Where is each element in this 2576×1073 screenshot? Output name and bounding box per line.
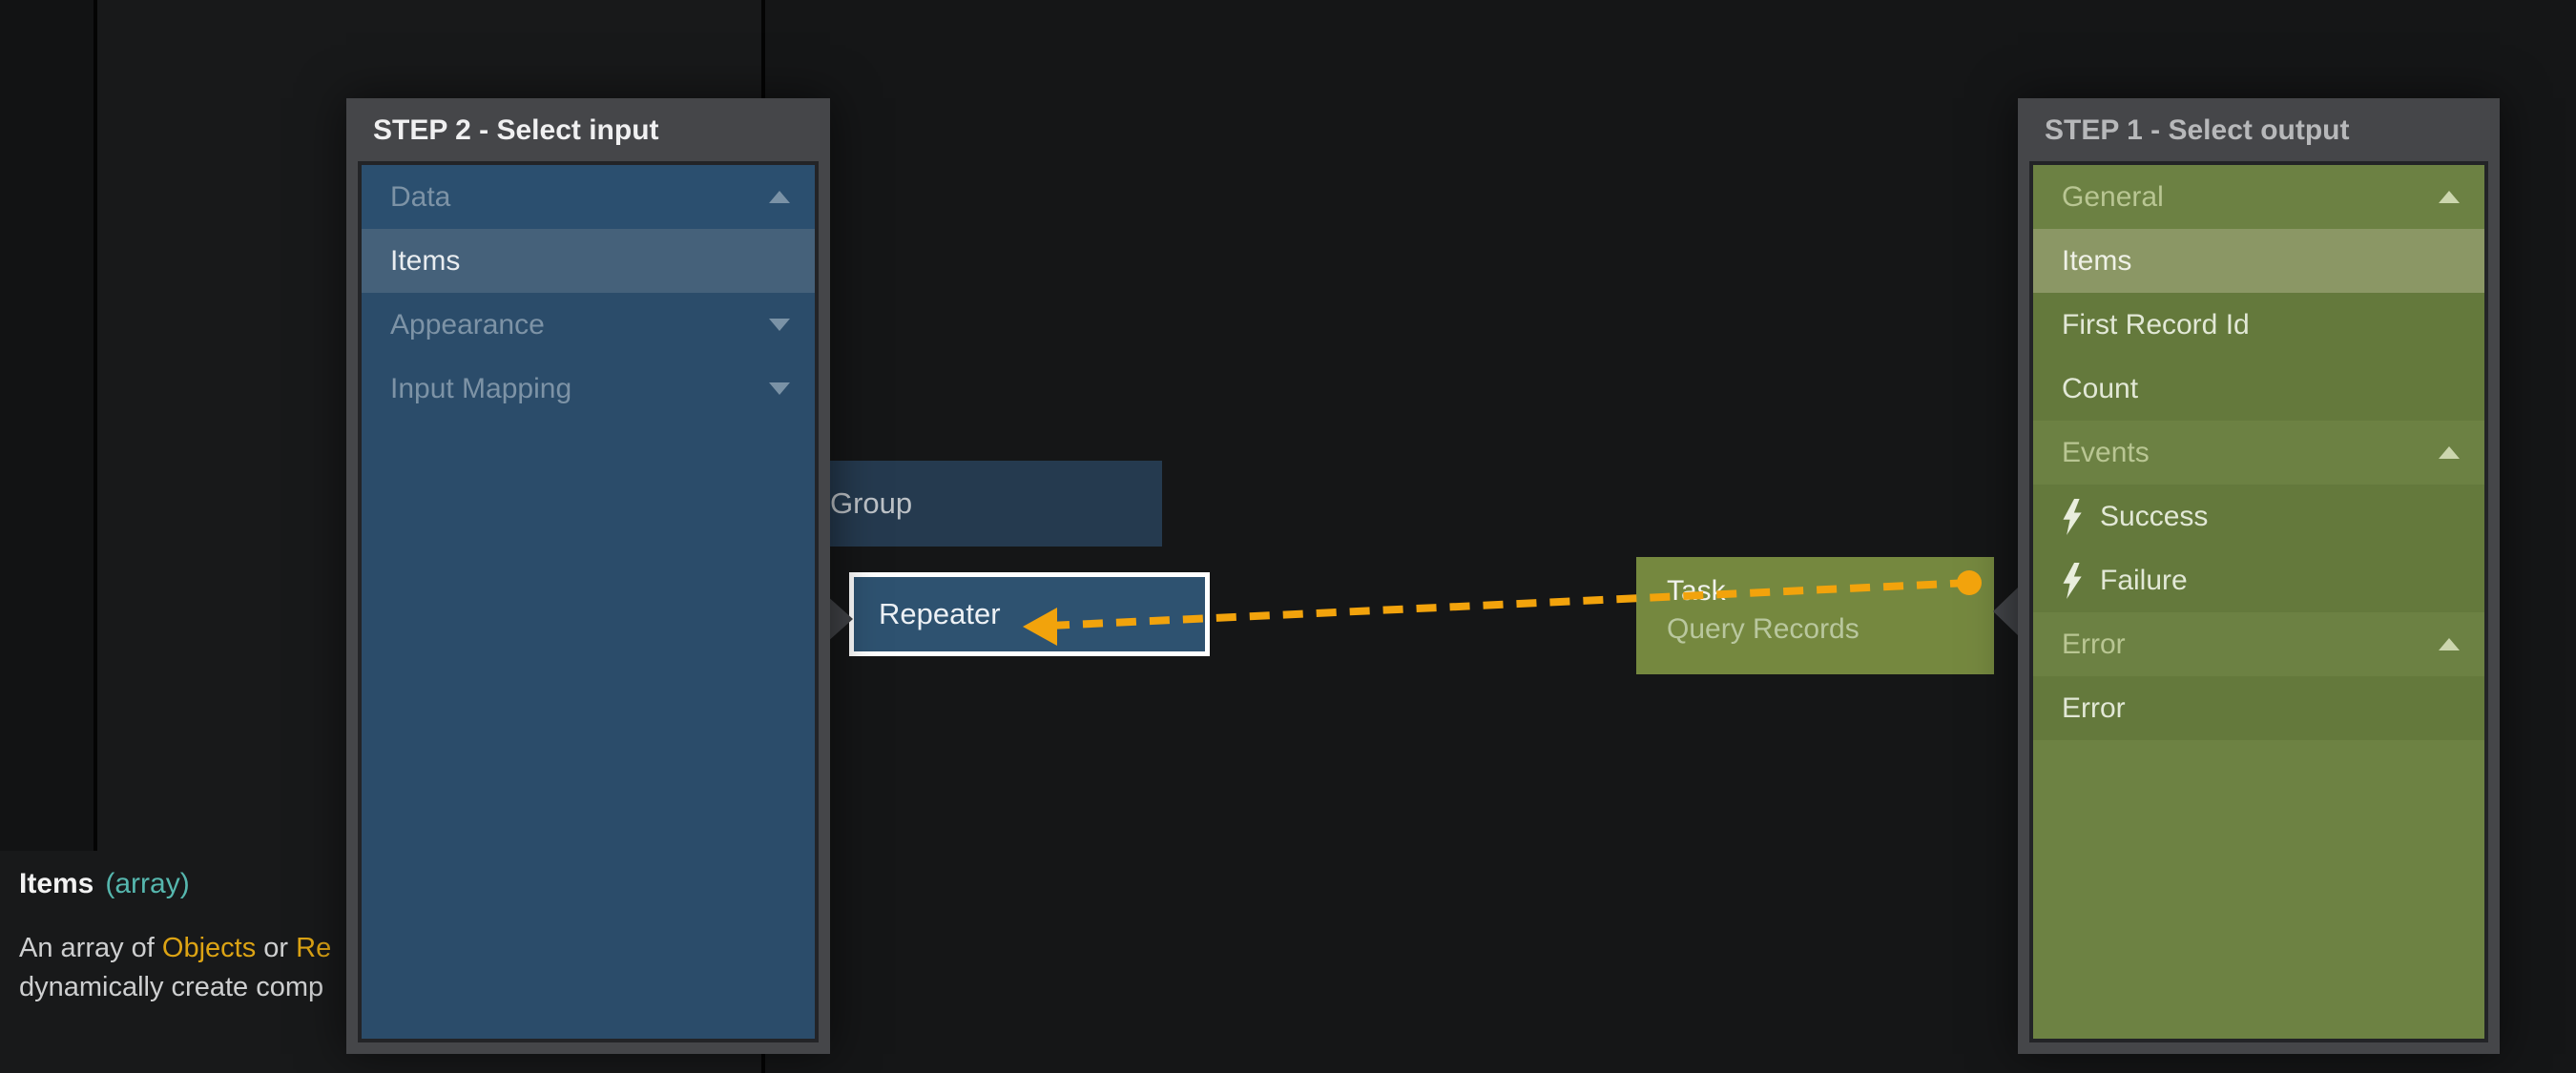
collapse-arrow-icon	[2439, 638, 2460, 650]
select-output-panel-title: STEP 1 - Select output	[2045, 114, 2350, 146]
row-label: Events	[2062, 436, 2150, 468]
output-section-error[interactable]: Error	[2033, 612, 2484, 676]
tooltip-description: An array of Objects or Re dynamically cr…	[19, 929, 331, 1007]
row-label: Error	[2062, 628, 2126, 660]
row-label: General	[2062, 180, 2164, 213]
row-label: Items	[390, 244, 461, 277]
select-input-list: Data Items Appearance Input Mapping	[358, 161, 819, 1042]
tooltip-link-records: Re	[296, 933, 332, 963]
output-item-first-record-id[interactable]: First Record Id	[2033, 293, 2484, 357]
input-section-data[interactable]: Data	[362, 165, 815, 229]
output-panel-pointer-icon	[1993, 588, 2018, 635]
select-input-panel-title: STEP 2 - Select input	[373, 114, 659, 146]
expand-arrow-icon	[769, 382, 790, 395]
output-event-success[interactable]: Success	[2033, 485, 2484, 548]
collapse-arrow-icon	[2439, 191, 2460, 203]
task-node-title: Task	[1667, 575, 1726, 607]
group-node-label: Group	[830, 486, 913, 520]
row-label: Count	[2062, 372, 2139, 404]
repeater-node-label: Repeater	[879, 597, 1001, 630]
select-output-list: General Items First Record Id Count Even…	[2029, 161, 2488, 1042]
input-item-items[interactable]: Items	[362, 229, 815, 293]
repeater-node[interactable]: Repeater	[849, 572, 1210, 656]
input-panel-pointer-icon	[826, 595, 853, 643]
task-node[interactable]: Task Query Records	[1636, 557, 1994, 674]
input-section-input-mapping[interactable]: Input Mapping	[362, 357, 815, 421]
output-item-items[interactable]: Items	[2033, 229, 2484, 293]
row-label: Appearance	[390, 308, 545, 340]
collapse-arrow-icon	[2439, 446, 2460, 459]
tooltip-text: or	[256, 933, 297, 963]
output-section-general[interactable]: General	[2033, 165, 2484, 229]
tooltip-property-name: Items	[19, 868, 94, 899]
output-item-count[interactable]: Count	[2033, 357, 2484, 421]
output-section-events[interactable]: Events	[2033, 421, 2484, 485]
select-output-panel: STEP 1 - Select output General Items Fir…	[2018, 98, 2500, 1054]
tooltip-text: An array of	[19, 933, 162, 963]
input-section-appearance[interactable]: Appearance	[362, 293, 815, 357]
tooltip-link-objects: Objects	[161, 933, 257, 963]
tooltip-title-line: Items (array)	[19, 868, 331, 900]
canvas-grid-line-left	[93, 0, 97, 851]
bolt-icon	[2063, 498, 2082, 535]
row-label: Items	[2062, 244, 2132, 277]
task-node-subtitle: Query Records	[1667, 613, 1859, 645]
tooltip-text: dynamically create comp	[19, 972, 324, 1002]
row-label: Input Mapping	[390, 372, 572, 404]
row-label: Success	[2100, 500, 2209, 532]
canvas-left-band	[0, 0, 93, 851]
row-label: First Record Id	[2062, 308, 2250, 340]
row-label: Failure	[2100, 564, 2188, 596]
tooltip-property-type: (array)	[105, 868, 190, 899]
collapse-arrow-icon	[769, 191, 790, 203]
row-label: Data	[390, 180, 451, 213]
output-event-failure[interactable]: Failure	[2033, 548, 2484, 612]
bolt-icon	[2063, 562, 2082, 599]
group-node[interactable]: Group	[773, 461, 1162, 547]
select-input-panel: STEP 2 - Select input Data Items Appeara…	[346, 98, 830, 1054]
property-tooltip: Items (array) An array of Objects or Re d…	[0, 851, 349, 1073]
row-label: Error	[2062, 691, 2126, 724]
expand-arrow-icon	[769, 319, 790, 331]
output-item-error[interactable]: Error	[2033, 676, 2484, 740]
